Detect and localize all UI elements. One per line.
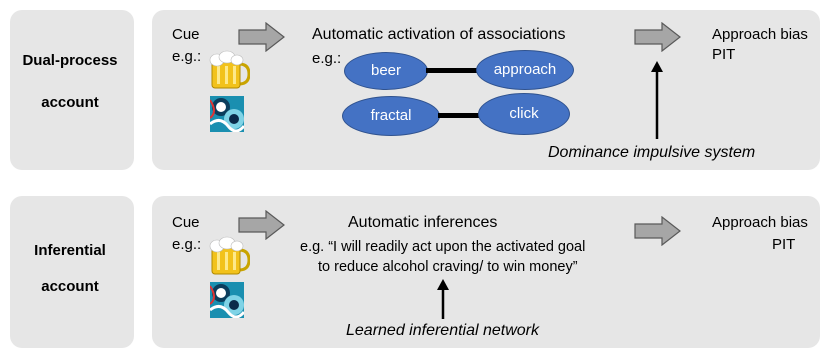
- node-fractal: fractal: [342, 96, 440, 136]
- dual-driver-label: Dominance impulsive system: [548, 144, 756, 161]
- inferential-label-line1: Inferential: [34, 242, 106, 259]
- dual-activation-eg: e.g.:: [312, 50, 342, 67]
- inferential-label-box: [10, 196, 134, 348]
- inferential-cue-eg: e.g.:: [172, 236, 202, 253]
- dual-cue-label: Cue: [172, 26, 200, 43]
- dual-driver-arrow-icon: [651, 61, 663, 139]
- inferential-title: Automatic inferences: [348, 214, 498, 231]
- inferential-outcome-line1: Approach bias: [712, 214, 808, 231]
- fractal-image-icon: [210, 282, 244, 318]
- inferential-label-line2: account: [41, 278, 99, 295]
- link-fractal-click: [438, 113, 480, 118]
- beer-mug-icon: [209, 50, 250, 89]
- inferential-output-arrow-icon: [634, 216, 681, 246]
- inferential-driver-label: Learned inferential network: [346, 322, 540, 339]
- inferential-cue-label: Cue: [172, 214, 200, 231]
- dual-cue-eg: e.g.:: [172, 48, 202, 65]
- dual-outcome-line1: Approach bias: [712, 26, 808, 43]
- node-click: click: [478, 93, 570, 135]
- node-approach: approach: [476, 50, 574, 90]
- beer-mug-icon: [209, 236, 250, 275]
- inferential-example-line1: e.g. “I will readily act upon the activa…: [300, 239, 586, 255]
- dual-outcome-line2: PIT: [712, 46, 736, 63]
- inferential-example-line2: to reduce alcohol craving/ to win money”: [318, 259, 578, 275]
- dual-activation-title: Automatic activation of associations: [312, 26, 566, 43]
- dual-process-label-box: [10, 10, 134, 170]
- dual-process-label-line1: Dual-process: [22, 52, 118, 69]
- dual-output-arrow-icon: [634, 22, 681, 52]
- node-beer: beer: [344, 52, 428, 90]
- inferential-cue-arrow-icon: [238, 210, 285, 240]
- inferential-driver-arrow-icon: [437, 279, 449, 319]
- dual-process-label-line2: account: [41, 94, 99, 111]
- fractal-image-icon: [210, 96, 244, 132]
- link-beer-approach: [426, 68, 478, 73]
- dual-cue-arrow-icon: [238, 22, 285, 52]
- inferential-outcome-line2: PIT: [772, 236, 796, 253]
